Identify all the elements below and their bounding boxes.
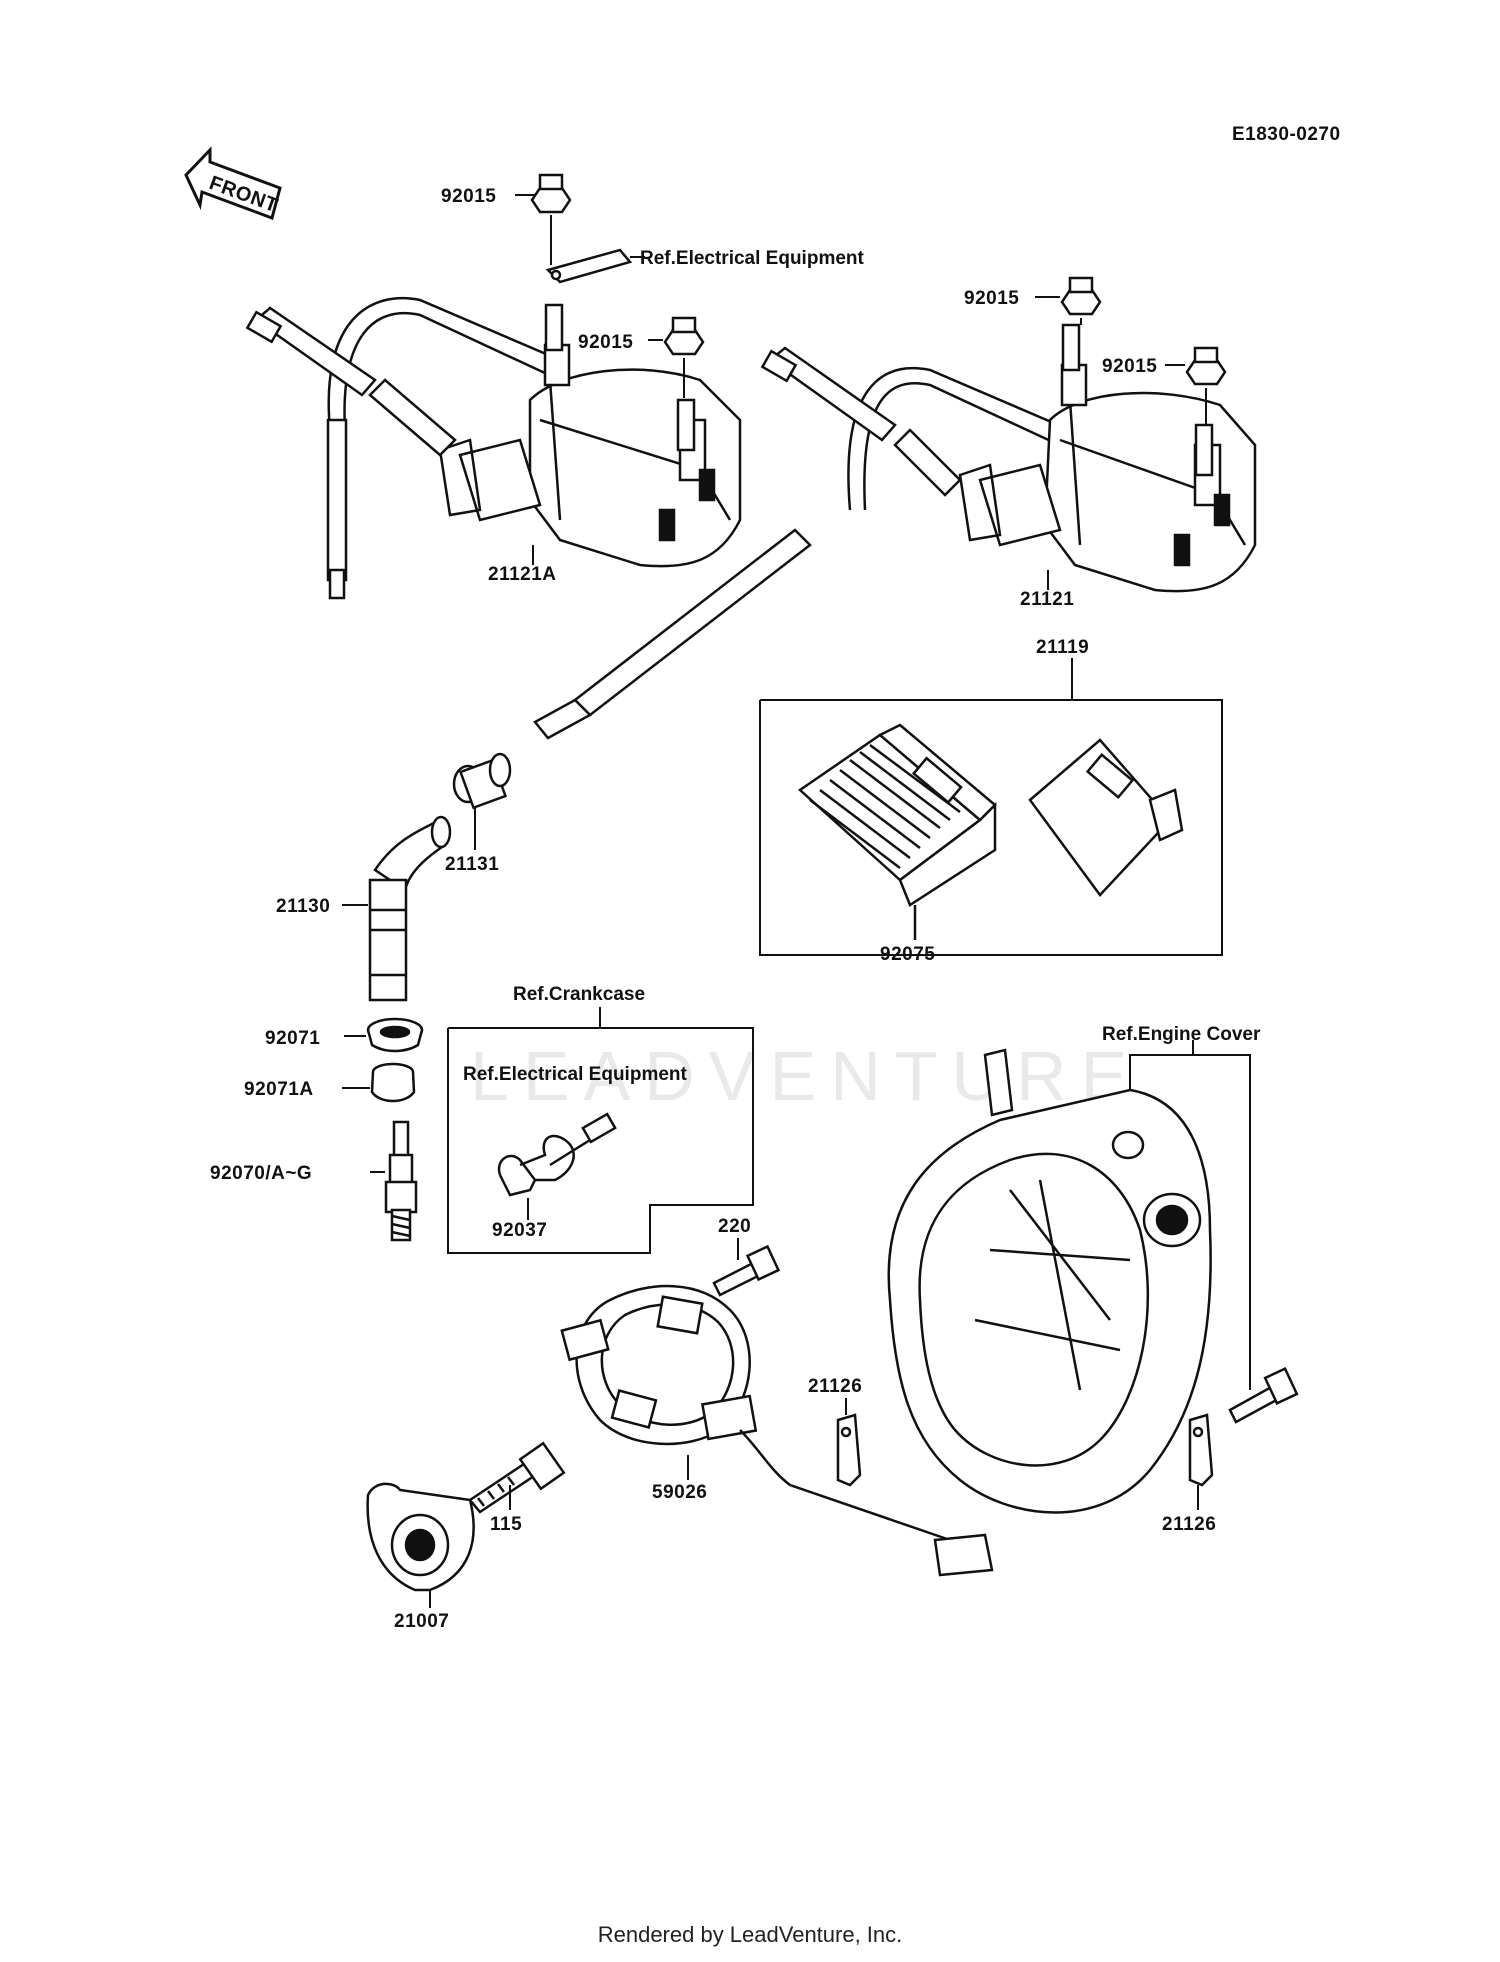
ignition-coil-left xyxy=(245,296,742,600)
nut-top-left xyxy=(530,173,633,284)
igniter-unit xyxy=(797,723,997,940)
seal-92071a xyxy=(370,1062,416,1103)
plate-left xyxy=(836,1413,862,1487)
footer-credit: Rendered by LeadVenture, Inc. xyxy=(597,1922,903,1947)
callout-92015-mid-left: 92015 xyxy=(578,332,633,353)
callout-115: 115 xyxy=(490,1514,522,1535)
callout-21126-right: 21126 xyxy=(1162,1514,1216,1535)
callout-21119: 21119 xyxy=(1036,637,1089,658)
spark-plug xyxy=(384,1120,418,1242)
engine-cover xyxy=(887,1048,1212,1514)
callout-21131: 21131 xyxy=(445,854,499,875)
crankcase-ref-box xyxy=(447,1007,754,1254)
callout-59026: 59026 xyxy=(652,1482,707,1503)
callout-21007: 21007 xyxy=(394,1611,449,1632)
front-arrow: FRONT xyxy=(184,146,282,220)
ref-electrical-box: Ref.Electrical Equipment xyxy=(463,1064,688,1085)
high-tension-lead xyxy=(533,528,812,740)
seal-92071 xyxy=(366,1017,424,1053)
callout-220: 220 xyxy=(718,1216,751,1237)
callout-92015-top-right: 92015 xyxy=(964,288,1019,309)
ref-electrical-top: Ref.Electrical Equipment xyxy=(640,248,865,269)
clamp xyxy=(497,1112,617,1197)
ignition-coil-right xyxy=(760,323,1257,593)
callout-92015-mid-right: 92015 xyxy=(1102,356,1157,377)
diagram-id: E1830-0270 xyxy=(1232,124,1341,145)
igniter-group xyxy=(759,658,1223,956)
igniter-bracket xyxy=(1028,738,1184,897)
cap-joint xyxy=(452,752,512,810)
plug-cap xyxy=(368,815,452,1002)
callout-92075: 92075 xyxy=(880,944,935,965)
stator xyxy=(560,1284,994,1577)
callout-92037: 92037 xyxy=(492,1220,547,1241)
engine-cover-ref xyxy=(1129,1040,1251,1390)
callout-92015-top-left: 92015 xyxy=(441,186,496,207)
ref-engine-cover: Ref.Engine Cover xyxy=(1102,1024,1261,1045)
nut-top-right xyxy=(1060,276,1102,316)
callout-92070: 92070/A~G xyxy=(210,1163,312,1184)
watermark: LEADVENTURE xyxy=(470,1037,1141,1115)
rotor xyxy=(366,1482,475,1592)
callout-92071a: 92071A xyxy=(244,1079,314,1100)
callout-21130: 21130 xyxy=(276,896,330,917)
plate-right xyxy=(1188,1413,1214,1487)
nut-mid-left xyxy=(663,316,705,356)
callout-21126-left: 21126 xyxy=(808,1376,862,1397)
callout-21121: 21121 xyxy=(1020,589,1074,610)
callout-92071: 92071 xyxy=(265,1028,320,1049)
bolt-220 xyxy=(712,1244,781,1297)
ref-crankcase: Ref.Crankcase xyxy=(513,984,645,1005)
nut-mid-right xyxy=(1185,346,1227,386)
bolt-115 xyxy=(468,1441,566,1514)
callout-21121a: 21121A xyxy=(488,564,557,585)
engine-cover-bolt xyxy=(1228,1367,1299,1424)
